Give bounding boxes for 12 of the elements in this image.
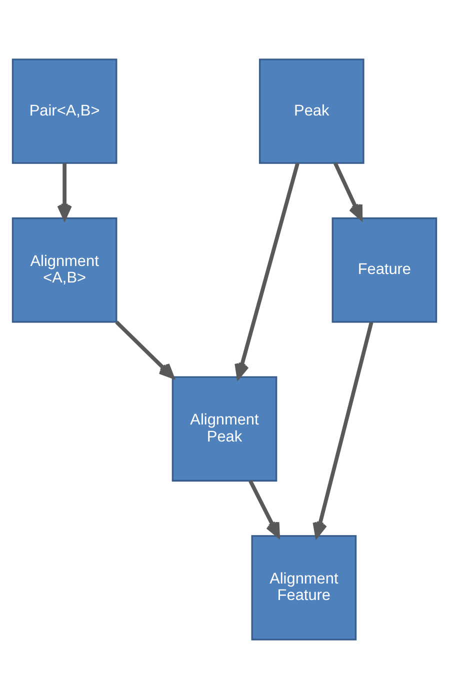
arrow	[57, 162, 72, 220]
arrow	[334, 162, 363, 220]
arrow	[115, 320, 174, 378]
node-box: Pair<A,B>	[12, 58, 118, 164]
arrow	[234, 162, 300, 378]
arrow	[248, 480, 280, 537]
node-box: Feature	[332, 216, 438, 322]
node-box: Alignment Peak	[172, 376, 278, 482]
arrow	[312, 321, 374, 538]
node-box: Peak	[258, 58, 364, 164]
node-box: Alignment Feature	[251, 534, 357, 640]
node-box: Alignment <A,B>	[12, 216, 118, 322]
